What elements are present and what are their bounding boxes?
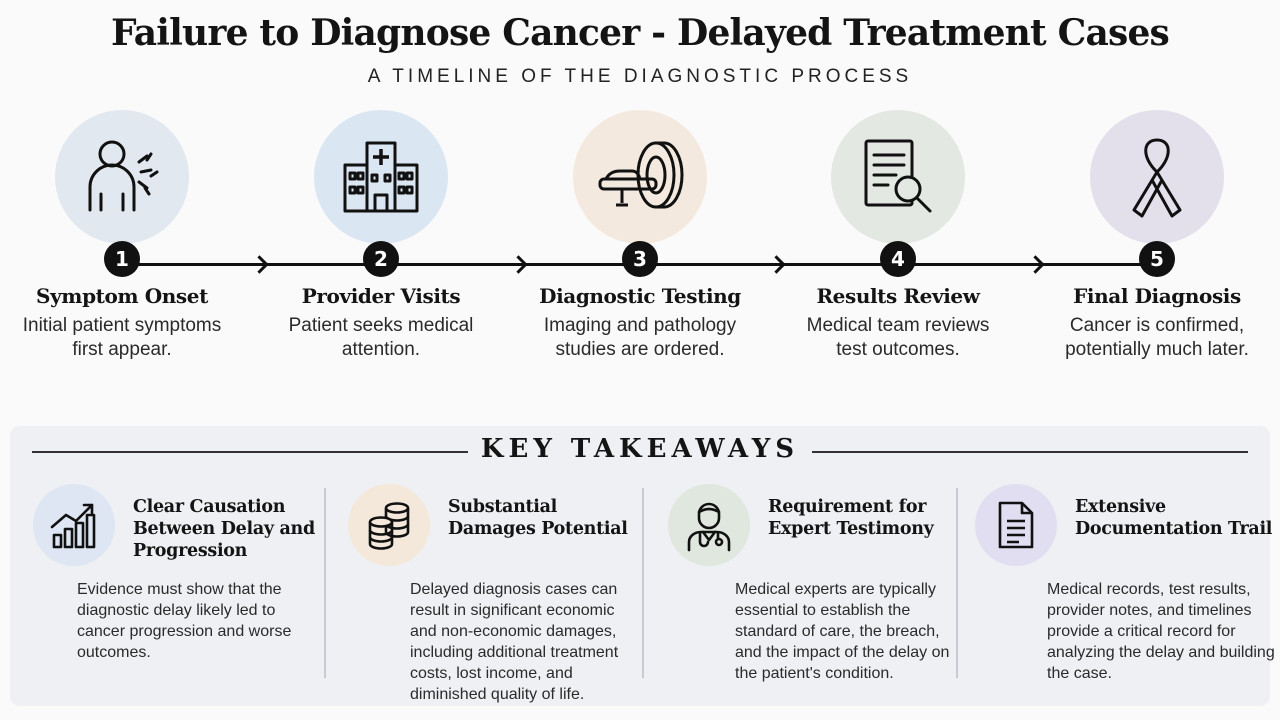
document-search-icon <box>831 110 965 244</box>
step-number: 5 <box>1139 241 1175 277</box>
takeaway-card-4: Extensive Documentation Trail Medical re… <box>975 484 1280 694</box>
growth-chart-icon <box>50 503 96 549</box>
step-title: Diagnostic Testing <box>539 284 741 308</box>
step-title: Final Diagnosis <box>1073 284 1241 308</box>
step-circle <box>55 110 189 244</box>
page-subtitle: A TIMELINE OF THE DIAGNOSTIC PROCESS <box>367 66 913 87</box>
step-number: 3 <box>622 241 658 277</box>
divider-rule <box>32 451 468 453</box>
card-title: Extensive Documentation Trail <box>1075 497 1273 539</box>
takeaway-card-3: Requirement for Expert Testimony Medical… <box>668 484 978 694</box>
card-divider <box>324 488 326 678</box>
cancer-ribbon-icon <box>1090 110 1224 244</box>
arrow-icon <box>1026 255 1045 274</box>
step-description: Initial patient symptoms first appear. <box>22 315 222 360</box>
takeaway-card-2: Substantial Damages Potential Delayed di… <box>348 484 658 703</box>
arrow-icon <box>767 255 786 274</box>
divider-rule <box>812 451 1248 453</box>
card-description: Evidence must show that the diagnostic d… <box>77 581 292 661</box>
card-description: Medical records, test results, provider … <box>1047 581 1275 682</box>
step-number: 1 <box>104 241 140 277</box>
step-title: Provider Visits <box>301 284 461 308</box>
hospital-icon <box>314 110 448 244</box>
step-circle <box>831 110 965 244</box>
step-circle <box>314 110 448 244</box>
card-title: Clear Causation Between Delay and Progre… <box>133 497 315 561</box>
card-title: Substantial Damages Potential <box>448 497 628 539</box>
card-description: Medical experts are typically essential … <box>735 581 950 682</box>
step-title: Symptom Onset <box>36 284 208 308</box>
card-icon-circle <box>348 484 430 566</box>
step-circle <box>1090 110 1224 244</box>
card-divider <box>642 488 644 678</box>
timeline: 1 Symptom Onset Initial patient symptoms… <box>0 110 1280 410</box>
card-description: Delayed diagnosis cases can result in si… <box>410 581 619 703</box>
step-description: Medical team reviews test outcomes. <box>806 315 990 360</box>
step-description: Imaging and pathology studies are ordere… <box>543 315 737 360</box>
key-takeaways-panel <box>10 426 1270 706</box>
arrow-icon <box>250 255 269 274</box>
step-description: Patient seeks medical attention. <box>288 315 474 360</box>
patient-symptoms-icon <box>55 110 189 244</box>
coin-stacks-icon <box>368 502 410 550</box>
step-number: 2 <box>363 241 399 277</box>
card-title: Requirement for Expert Testimony <box>768 497 934 539</box>
step-title: Results Review <box>816 284 980 308</box>
doctor-icon <box>687 502 731 552</box>
ct-scanner-icon <box>573 110 707 244</box>
card-divider <box>956 488 958 678</box>
step-number: 4 <box>880 241 916 277</box>
takeaway-card-1: Clear Causation Between Delay and Progre… <box>33 484 343 694</box>
card-icon-circle <box>975 484 1057 566</box>
arrow-icon <box>509 255 528 274</box>
key-takeaways-title: KEY TAKEAWAYS <box>480 434 800 464</box>
step-description: Cancer is confirmed, potentially much la… <box>1065 315 1249 360</box>
document-icon <box>998 501 1034 549</box>
card-icon-circle <box>33 484 115 566</box>
card-icon-circle <box>668 484 750 566</box>
page-title: Failure to Diagnose Cancer - Delayed Tre… <box>110 12 1170 54</box>
